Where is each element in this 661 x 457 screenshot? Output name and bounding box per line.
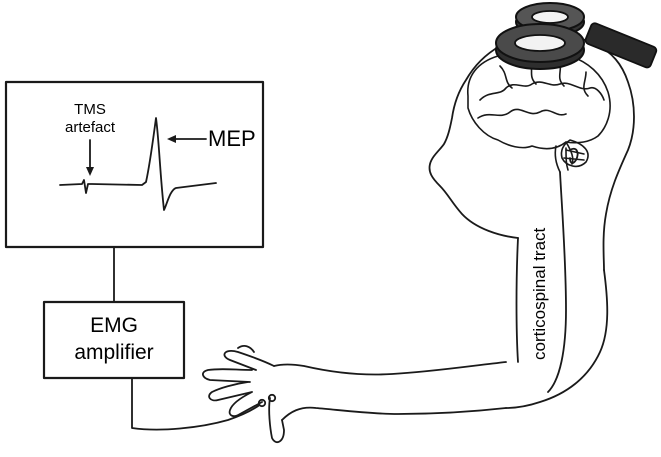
cerebellum (560, 139, 589, 168)
arm-and-hand (202, 345, 507, 444)
tms-coil (495, 2, 658, 70)
mep-label: MEP (208, 126, 256, 151)
tms-label-line1: TMS (74, 101, 106, 118)
brainstem (554, 145, 569, 173)
corticospinal-line (547, 171, 567, 393)
tms-label-line2: artefact (64, 119, 116, 136)
back-outline (505, 269, 609, 409)
oscilloscope-monitor (4, 80, 265, 249)
arm-lower-edge (281, 406, 507, 421)
amplifier-label: amplifier (74, 341, 154, 364)
electrode-cable (131, 377, 263, 431)
head-outline (428, 33, 635, 271)
emg-trace (59, 117, 217, 211)
corticospinal-tract-label: corticospinal tract (530, 227, 549, 360)
arm-upper-edge (273, 361, 507, 376)
brain (467, 49, 611, 173)
neck-front (515, 237, 519, 363)
emg-amplifier-box (42, 300, 186, 380)
emg-label: EMG (90, 314, 138, 337)
hand (202, 350, 285, 444)
